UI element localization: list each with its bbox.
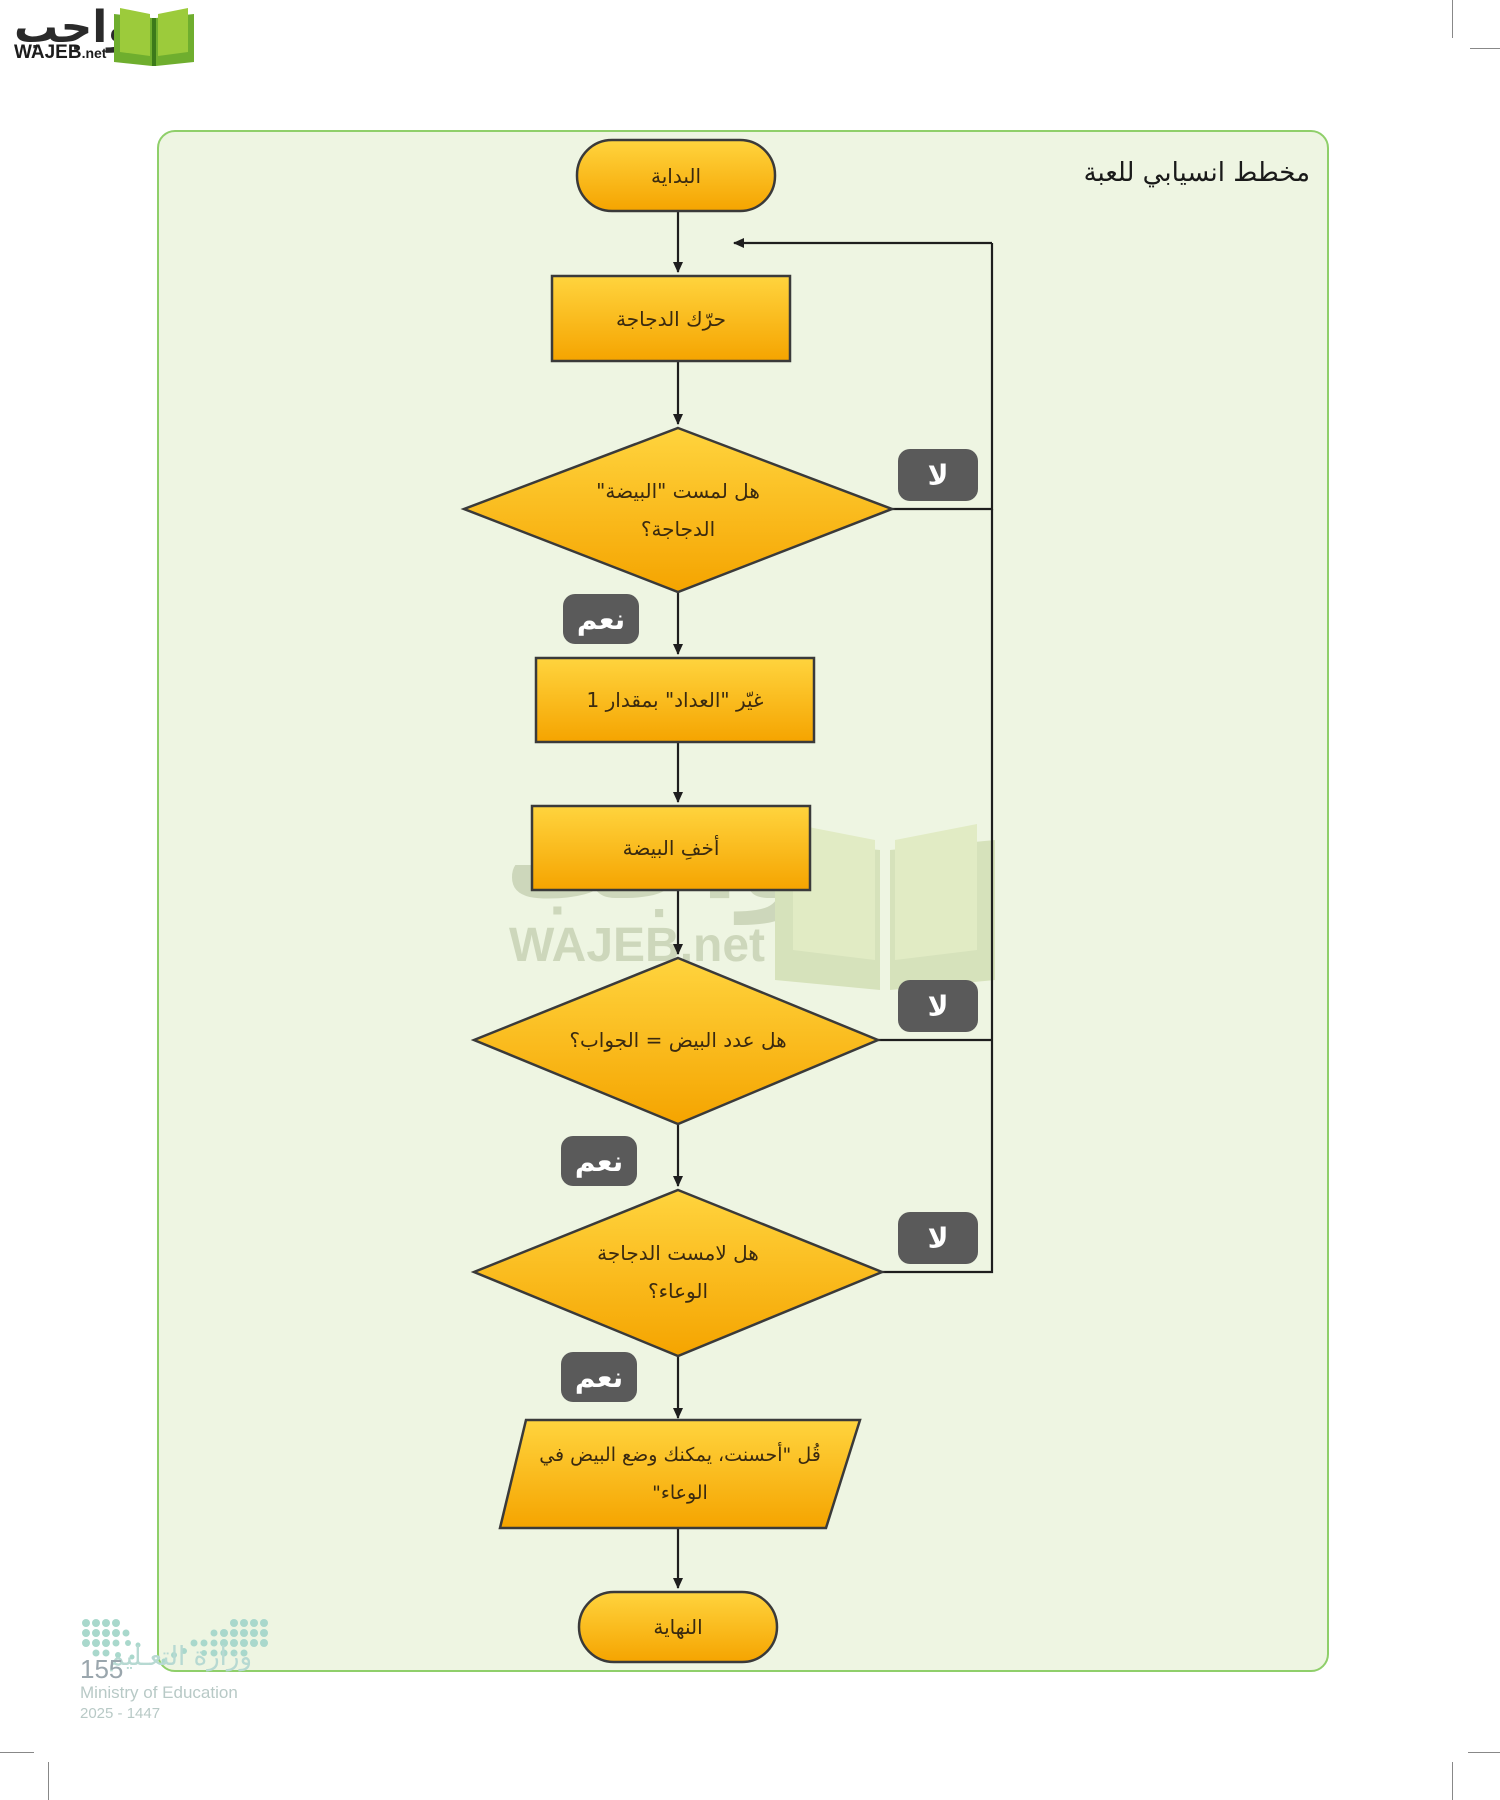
page-number: 155 (80, 1654, 124, 1684)
no-label-decision2: لا (898, 980, 978, 1032)
yes-label-decision2: نعم (561, 1136, 637, 1186)
decision-touch-egg-line2: الدجاجة؟ (640, 517, 716, 541)
change-counter-label: غيّر "العداد" بمقدار 1 (586, 688, 764, 712)
move-chicken-process (550, 274, 792, 363)
end-label: النهاية (653, 1615, 703, 1639)
crop-mark (48, 1762, 49, 1800)
decision-touch-egg-label: هل لمست "البيضة" الدجاجة؟ (540, 468, 816, 552)
ministry-logo-dots (82, 1619, 268, 1664)
no-label-decision3: لا (898, 1212, 978, 1264)
no-label-decision1: لا (898, 449, 978, 501)
end-terminal (577, 1590, 779, 1664)
crop-mark (1452, 0, 1453, 38)
decision-touch-basket-line2: الوعاء؟ (647, 1279, 709, 1303)
crop-mark (1468, 1752, 1500, 1753)
crop-mark (1452, 1762, 1453, 1800)
start-terminal (575, 138, 777, 213)
decision-touch-basket (470, 1188, 886, 1358)
say-output-line2: الوعاء" (652, 1482, 708, 1504)
ministry-english-name: Ministry of Education (80, 1683, 238, 1702)
hide-egg-label: أخفِ البيضة (622, 836, 720, 860)
move-chicken-label: حرّك الدجاجة (616, 306, 726, 331)
decision-egg-count-label: هل عدد البيض = الجواب؟ (569, 1028, 787, 1052)
ministry-year: 2025 - 1447 (80, 1705, 161, 1722)
book-icon (114, 8, 194, 66)
logo-latin-text: WAJEB.net (14, 42, 106, 64)
logo-suffix: .net (81, 45, 107, 61)
decision-touch-egg-line1: هل لمست "البيضة" (596, 479, 760, 503)
connector-lines (673, 211, 994, 1589)
logo-latin-name: WAJEB (14, 42, 82, 63)
change-counter-process (534, 656, 816, 744)
say-output-label: قُل "أحسنت، يمكنك وضع البيض في الوعاء" (520, 1430, 840, 1518)
chart-title: مخطط انسيابي للعبة (1083, 158, 1310, 188)
start-label: البداية (650, 163, 702, 188)
yes-label-decision3: نعم (561, 1352, 637, 1402)
say-output-line1: قُل "أحسنت، يمكنك وضع البيض في (539, 1444, 821, 1466)
crop-mark (1470, 48, 1500, 49)
hide-egg-process (530, 804, 812, 892)
crop-mark (0, 1752, 34, 1753)
ministry-arabic-name: وزارة التعـليم (108, 1642, 252, 1672)
say-output (498, 1418, 862, 1530)
decision-egg-count (470, 956, 882, 1126)
flowchart-panel (157, 130, 1329, 1672)
decision-touch-basket-label: هل لامست الدجاجة الوعاء؟ (540, 1230, 816, 1314)
decision-touch-basket-line1: هل لامست الدجاجة (597, 1241, 759, 1265)
decision3-no-line (882, 1040, 994, 1274)
yes-label-decision1: نعم (563, 594, 639, 644)
wajeb-logo[interactable]: واجب WAJEB.net (8, 2, 198, 72)
decision-touch-egg (460, 426, 896, 594)
